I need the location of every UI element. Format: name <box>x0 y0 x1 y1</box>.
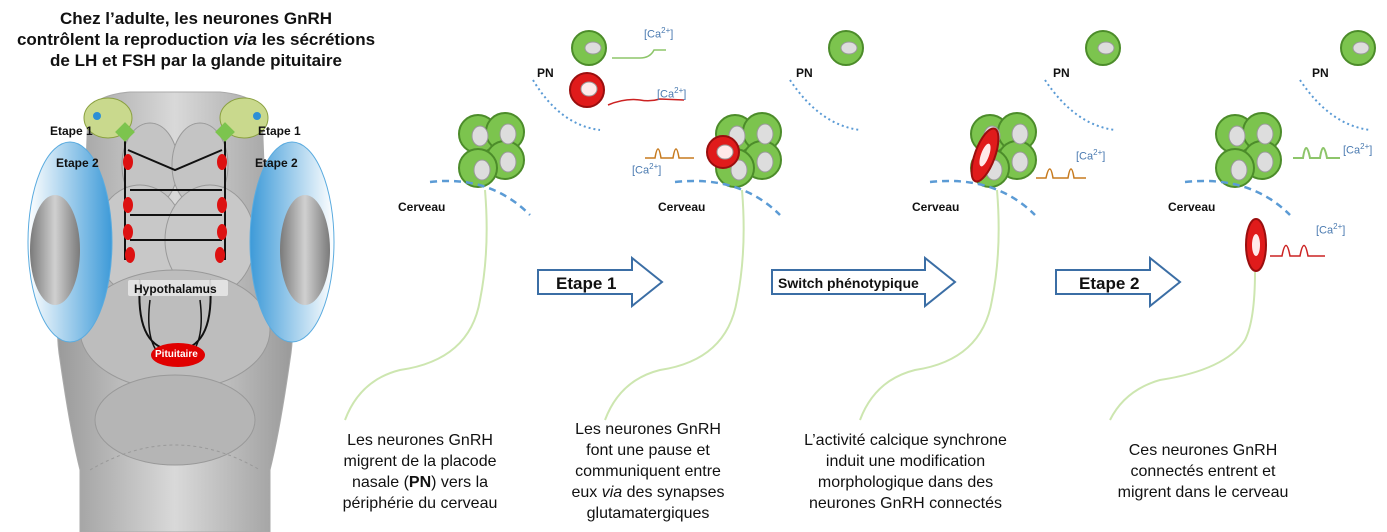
calcium-label-green: [Ca2+] <box>644 26 674 41</box>
caption-step-1: Les neurones GnRH migrent de la placode … <box>342 432 498 512</box>
cerveau-label-1: Cerveau <box>398 200 446 214</box>
etape1-right-label: Etape 1 <box>258 124 301 138</box>
calcium-label-panel3: [Ca2+] <box>1076 148 1106 163</box>
step-arrow-switch: Switch phénotypique <box>778 275 919 291</box>
calcium-label-red: [Ca2+] <box>657 86 687 101</box>
step-arrow-etape2: Etape 2 <box>1079 274 1140 293</box>
caption-step-2: Les neurones GnRH font une pause et comm… <box>571 421 725 522</box>
title-line-3: de LH et FSH par la glande pituitaire <box>50 51 342 70</box>
caption-step-4: Ces neurones GnRH connectés entrent et m… <box>1117 442 1289 501</box>
figure-title: Chez l’adulte, les neurones GnRH contrôl… <box>0 8 392 71</box>
pn-label-2: PN <box>796 66 813 80</box>
etape1-left-label: Etape 1 <box>50 124 93 138</box>
title-line-1: Chez l’adulte, les neurones GnRH <box>59 9 333 28</box>
pn-label-1: PN <box>537 66 554 80</box>
title-line-2: contrôlent la reproduction via les sécré… <box>16 30 376 49</box>
calcium-label-panel4-green: [Ca2+] <box>1343 142 1373 157</box>
cerveau-label-3: Cerveau <box>912 200 960 214</box>
etape2-left-label: Etape 2 <box>56 156 99 170</box>
cerveau-label-4: Cerveau <box>1168 200 1216 214</box>
pn-label-4: PN <box>1312 66 1329 80</box>
caption-step-3: L’activité calcique synchrone induit une… <box>804 432 1007 512</box>
hypothalamus-label: Hypothalamus <box>134 282 217 296</box>
cerveau-label-2: Cerveau <box>658 200 706 214</box>
etape2-right-label: Etape 2 <box>255 156 298 170</box>
pituitary-label: Pituitaire <box>155 349 198 360</box>
pn-label-3: PN <box>1053 66 1070 80</box>
step-arrow-etape1: Etape 1 <box>556 274 617 293</box>
calcium-label-panel2: [Ca2+] <box>632 162 662 177</box>
calcium-label-panel4-red: [Ca2+] <box>1316 222 1346 237</box>
